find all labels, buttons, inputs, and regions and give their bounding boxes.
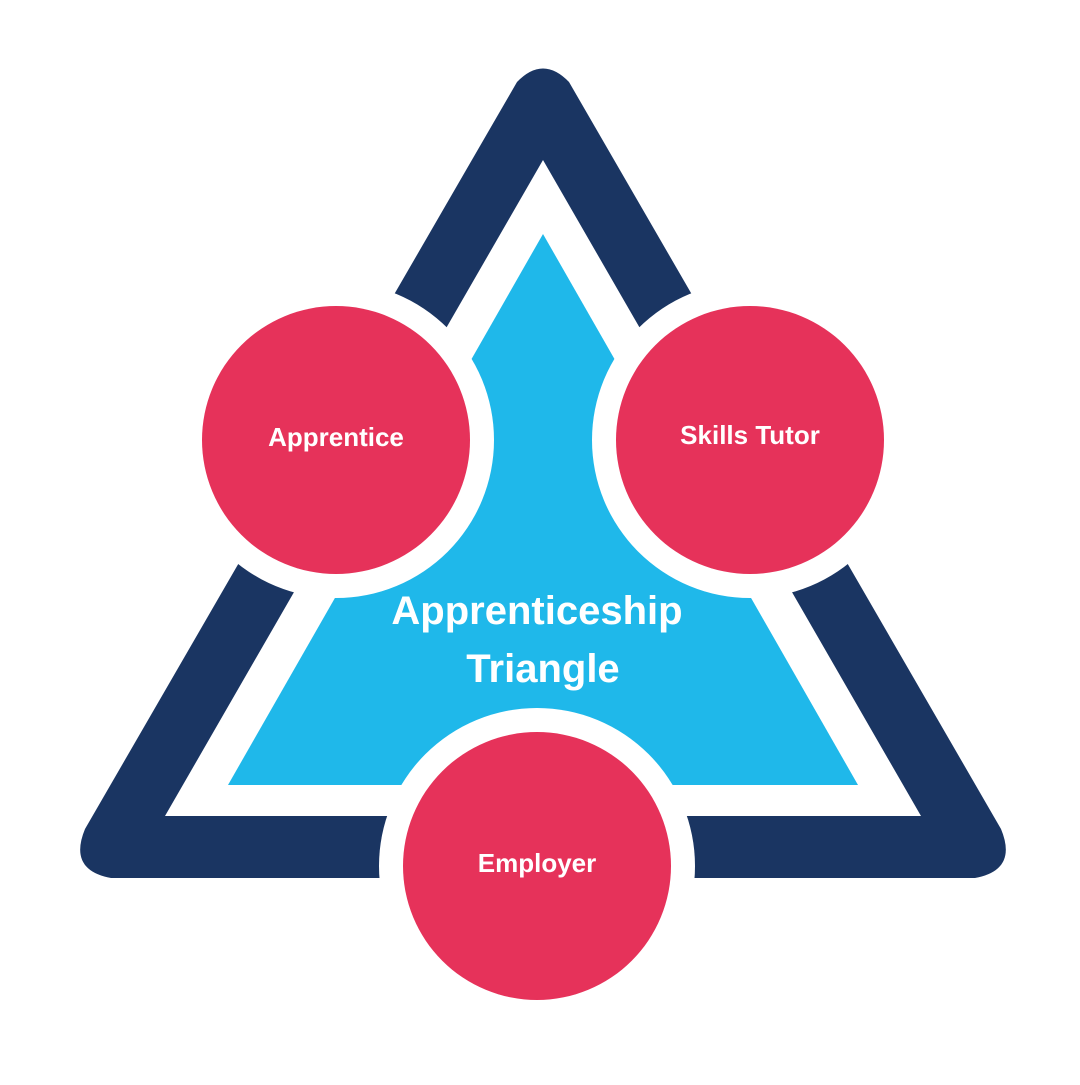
diagram-title-line1: Apprenticeship: [391, 589, 682, 633]
skills-tutor-label: Skills Tutor: [680, 420, 820, 450]
diagram-title-line2: Triangle: [466, 647, 619, 691]
inner-triangle: [228, 234, 858, 785]
skills-tutor-node: [616, 306, 884, 574]
employer-label: Employer: [478, 848, 597, 878]
apprentice-node: [202, 306, 470, 574]
apprentice-label: Apprentice: [268, 422, 404, 452]
employer-node: [403, 732, 671, 1000]
